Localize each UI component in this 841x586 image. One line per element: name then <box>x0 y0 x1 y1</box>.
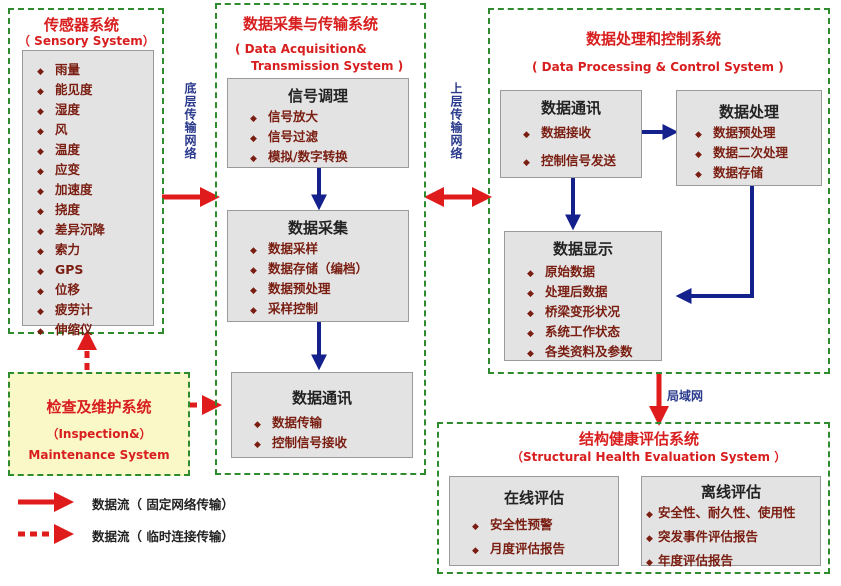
upper-network-label: 上层传输网络 <box>449 82 463 160</box>
list-item: ◆模拟/数字转换 <box>250 149 348 164</box>
list-item: ◆挠度 <box>37 202 81 217</box>
list-item: ◆数据预处理 <box>250 281 331 296</box>
list-item: ◆数据预处理 <box>695 125 776 140</box>
processing-comm-title: 数据通讯 <box>540 99 601 117</box>
list-item: ◆雨量 <box>37 62 81 77</box>
list-item: ◆数据存储 <box>695 165 764 180</box>
processing-subtitle: ( Data Processing & Control System ) <box>532 60 784 74</box>
daq-comm-title: 数据通讯 <box>291 389 352 407</box>
proc-title: 数据处理 <box>718 103 779 121</box>
list-item: ◆应变 <box>37 162 81 177</box>
list-item: ◆数据接收 <box>523 125 592 140</box>
list-item: ◆疲劳计 <box>37 302 93 317</box>
list-item: ◆温度 <box>37 142 81 157</box>
daq-subtitle-line1: ( Data Acquisition& <box>235 42 367 56</box>
inspection-subtitle-line2: Maintenance System <box>28 448 170 462</box>
processing-system-panel: 数据处理和控制系统 ( Data Processing & Control Sy… <box>488 8 830 374</box>
list-item: ◆安全性预警 <box>472 517 553 532</box>
list-item: ◆各类资料及参数 <box>527 344 633 359</box>
sensory-items: ◆雨量 ◆能见度 ◆湿度 ◆风 ◆温度 ◆应变 ◆加速度 ◆挠度 ◆差异沉降 ◆… <box>37 61 153 341</box>
data-display-box: 数据显示 ◆原始数据 ◆处理后数据 ◆桥梁变形状况 ◆系统工作状态 ◆各类资料及… <box>504 231 662 361</box>
signal-title: 信号调理 <box>287 87 348 105</box>
list-item: ◆湿度 <box>37 102 81 117</box>
sensory-item-box: ◆雨量 ◆能见度 ◆湿度 ◆风 ◆温度 ◆应变 ◆加速度 ◆挠度 ◆差异沉降 ◆… <box>22 50 154 337</box>
legend-solid-label: 数据流（ 固定网络传输） <box>92 497 234 512</box>
online-eval-box: 在线评估 ◆安全性预警 ◆月度评估报告 <box>449 476 619 566</box>
data-processing-box: 数据处理 ◆数据预处理 ◆数据二次处理 ◆数据存储 <box>676 90 822 186</box>
proc-to-display-arrow <box>675 178 754 304</box>
collect-title: 数据采集 <box>287 219 348 237</box>
list-item: ◆位移 <box>37 282 81 297</box>
list-item: ◆突发事件评估报告 <box>646 529 759 544</box>
list-item: ◆控制信号发送 <box>523 153 617 168</box>
list-item: ◆处理后数据 <box>527 284 608 299</box>
inspection-system-panel: 检查及维护系统 （Inspection&） Maintenance System <box>8 372 190 476</box>
lan-label: 局域网 <box>667 389 704 403</box>
list-item: ◆信号放大 <box>250 109 319 124</box>
list-item: ◆能见度 <box>37 82 93 97</box>
list-item: ◆数据传输 <box>254 415 323 430</box>
list-item: ◆差异沉降 <box>37 222 106 237</box>
inspection-title: 检查及维护系统 <box>46 398 152 416</box>
display-title: 数据显示 <box>552 240 613 258</box>
daq-title: 数据采集与传输系统 <box>243 15 379 33</box>
list-item: ◆月度评估报告 <box>472 541 566 556</box>
health-subtitle: （Structural Health Evaluation System ） <box>511 450 787 464</box>
list-item: ◆数据采样 <box>250 241 319 256</box>
offline-eval-box: 离线评估 ◆安全性、耐久性、使用性 ◆突发事件评估报告 ◆年度评估报告 <box>641 476 821 568</box>
list-item: ◆安全性、耐久性、使用性 <box>646 505 796 520</box>
daq-system-panel: 数据采集与传输系统 ( Data Acquisition& Transmissi… <box>215 3 426 475</box>
data-collection-box: 数据采集 ◆数据采样 ◆数据存储（编档） ◆数据预处理 ◆采样控制 <box>227 210 409 322</box>
list-item: ◆数据存储（编档） <box>250 261 369 276</box>
sensory-system-panel: 传感器系统 （ Sensory System） ◆雨量 ◆能见度 ◆湿度 ◆风 … <box>8 8 164 337</box>
list-item: ◆年度评估报告 <box>646 553 734 568</box>
list-item: ◆原始数据 <box>527 264 596 279</box>
list-item: ◆GPS <box>37 262 84 277</box>
health-system-panel: 结构健康评估系统 （Structural Health Evaluation S… <box>437 422 830 574</box>
list-item: ◆控制信号接收 <box>254 435 348 450</box>
daq-subtitle-line2: Transmission System ) <box>251 59 404 73</box>
inspection-subtitle-line1: （Inspection&） <box>46 427 152 441</box>
signal-conditioning-box: 信号调理 ◆信号放大 ◆信号过滤 ◆模拟/数字转换 <box>227 78 409 168</box>
bottom-network-label: 底层传输网络 <box>183 82 197 160</box>
list-item: ◆伸缩仪 <box>37 322 93 337</box>
sensory-title: 传感器系统 <box>44 16 120 34</box>
online-title: 在线评估 <box>503 489 564 507</box>
list-item: ◆系统工作状态 <box>527 324 621 339</box>
health-title: 结构健康评估系统 <box>579 430 700 448</box>
list-item: ◆数据二次处理 <box>695 145 789 160</box>
legend-dashed-label: 数据流（ 临时连接传输） <box>92 529 234 544</box>
daq-comm-box: 数据通讯 ◆数据传输 ◆控制信号接收 <box>231 372 413 458</box>
list-item: ◆加速度 <box>37 182 93 197</box>
processing-comm-box: 数据通讯 ◆数据接收 ◆控制信号发送 <box>500 90 642 178</box>
list-item: ◆风 <box>37 122 68 137</box>
offline-title: 离线评估 <box>700 483 761 501</box>
list-item: ◆采样控制 <box>250 301 319 316</box>
list-item: ◆索力 <box>37 242 81 257</box>
list-item: ◆桥梁变形状况 <box>527 304 621 319</box>
sensory-subtitle: （ Sensory System） <box>18 34 155 48</box>
list-item: ◆信号过滤 <box>250 129 319 144</box>
processing-title: 数据处理和控制系统 <box>586 30 722 48</box>
